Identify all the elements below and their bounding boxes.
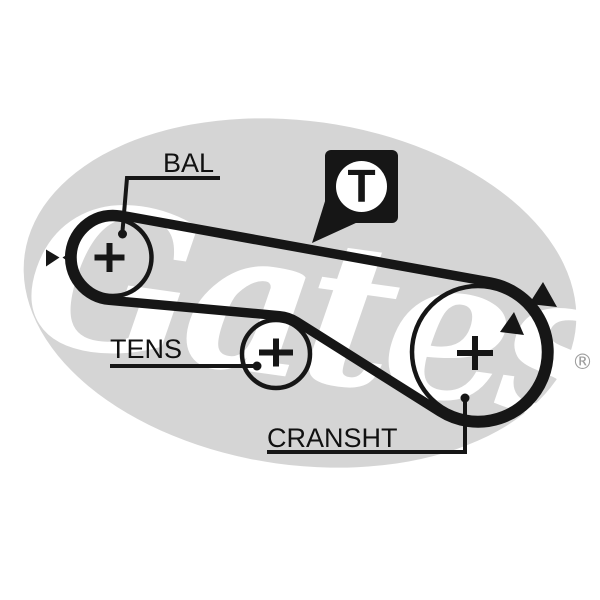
crankshaft-pulley — [409, 283, 547, 421]
belt-direction-arrow-icon — [46, 249, 60, 267]
registered-trademark-icon: ® — [572, 350, 593, 374]
balance-label-group: BAL — [118, 148, 220, 239]
balance-label: BAL — [163, 148, 214, 178]
crankshaft-pulley-center-mark — [457, 336, 493, 370]
tension-marker-letter: T — [347, 160, 375, 212]
balance-leader-dot — [118, 229, 127, 239]
tensioner-leader-dot — [252, 361, 262, 371]
belt-direction-arrow-icon — [62, 249, 75, 267]
tensioner-label-group: TENS — [110, 334, 262, 371]
watermark-ellipse — [23, 118, 577, 468]
tensioner-pulley-center-mark — [259, 338, 293, 367]
balance-pulley-center-mark — [94, 243, 125, 272]
tension-point-marker-icon: T — [312, 150, 398, 243]
belt-direction-arrow-icon — [529, 282, 557, 307]
crankshaft-leader-dot — [460, 393, 470, 403]
tension-marker-circle — [336, 161, 387, 212]
tensioner-label: TENS — [110, 334, 182, 364]
crankshaft-label-group: CRANSHT — [267, 393, 470, 454]
crankshaft-leader-line — [267, 401, 467, 454]
belt-direction-arrow-icon — [500, 312, 524, 335]
crankshaft-label: CRANSHT — [267, 423, 398, 453]
balance-leader-line — [120, 176, 220, 232]
timing-belt — [64, 209, 554, 428]
